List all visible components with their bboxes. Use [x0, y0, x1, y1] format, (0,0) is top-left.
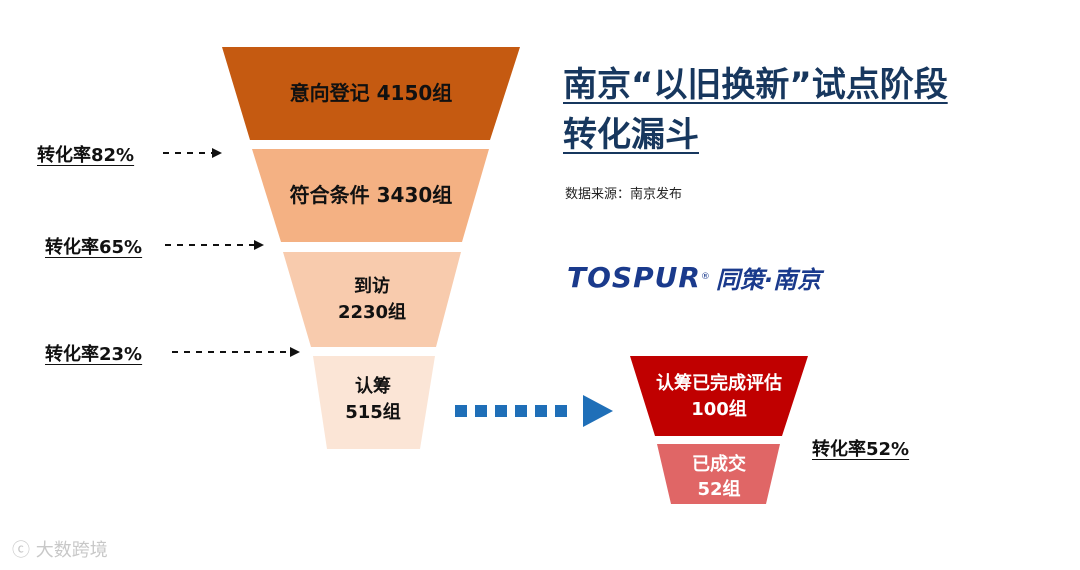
funnel-label-qualified: 符合条件 3430组 [290, 183, 453, 207]
funnel-stage-evaluated [630, 356, 808, 436]
logo-city: 同策·南京 [715, 265, 822, 294]
funnel-label-subscribe-name: 认筹 [355, 375, 391, 397]
dashed-arrow-1 [163, 148, 222, 158]
funnel-label-subscribe-count: 515组 [345, 401, 401, 423]
funnel-stage-closed [657, 444, 780, 504]
funnel-label-evaluated-name: 认筹已完成评估 [656, 372, 782, 394]
dashed-arrow-2 [165, 240, 264, 250]
conversion-rate-2: 转化率65% [45, 237, 143, 258]
dashed-arrow-3 [172, 347, 300, 357]
funnel-label-visit-count: 2230组 [338, 301, 406, 323]
page-title-line-1: 南京“以旧换新”试点阶段 [563, 65, 948, 105]
logo-brand: TOSPUR [567, 260, 701, 294]
funnel-label-closed-name: 已成交 [692, 453, 746, 475]
funnel-label-closed-count: 52组 [697, 478, 740, 500]
funnel-label-visit-name: 到访 [354, 275, 390, 297]
funnel-stage-qualified [252, 149, 489, 242]
registered-mark-icon: ® [700, 272, 710, 282]
data-source: 数据来源：南京发布 [565, 187, 683, 202]
funnel-label-intent: 意向登记 4150组 [290, 81, 453, 105]
conversion-rate-4: 转化率52% [812, 439, 910, 460]
funnel-label-evaluated-count: 100组 [691, 398, 747, 420]
watermark-logo-icon: ⓒ [12, 540, 30, 561]
conversion-rate-3: 转化率23% [45, 344, 143, 365]
conversion-rate-1: 转化率82% [37, 145, 135, 166]
watermark: ⓒ 大数跨境 [12, 536, 108, 562]
watermark-text: 大数跨境 [35, 540, 108, 561]
funnel-stage-visit [283, 252, 461, 347]
company-logo: TOSPUR ® 同策·南京 [567, 257, 821, 297]
funnel-stage-intent [222, 47, 520, 140]
page-title: 南京“以旧换新”试点阶段 转化漏斗 [563, 60, 948, 160]
page-title-line-2: 转化漏斗 [563, 115, 699, 155]
blue-arrow [455, 395, 613, 427]
funnel-stage-subscribe [313, 356, 435, 449]
